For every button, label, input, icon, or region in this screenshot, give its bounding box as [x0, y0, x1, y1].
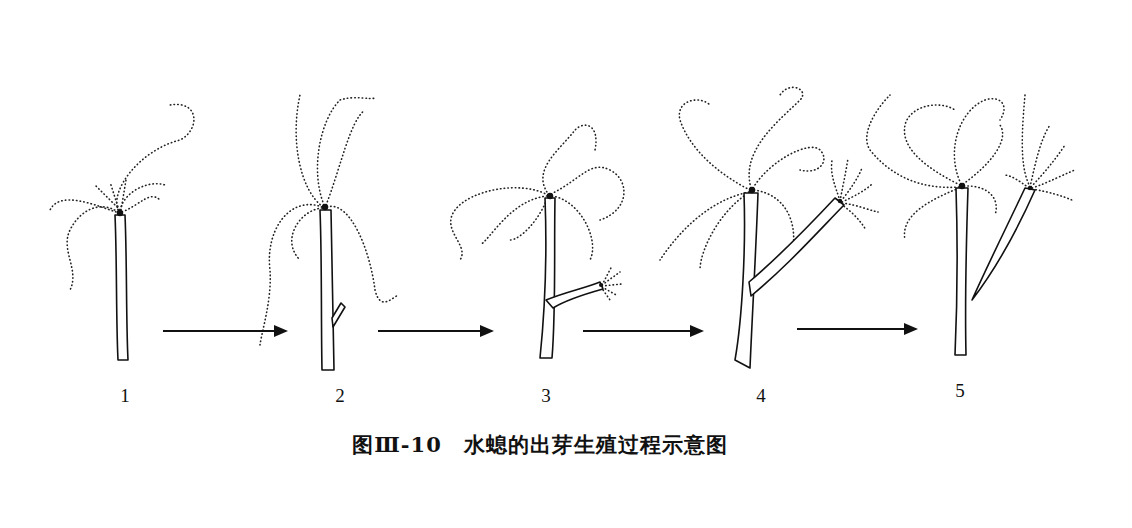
stage-number: 2 [335, 385, 345, 408]
hydra-stage [660, 87, 878, 368]
process-arrow [163, 325, 288, 337]
process-arrow [583, 325, 704, 337]
figure-caption: 图Ⅲ-10 水螅的出芽生殖过程示意图 [352, 432, 728, 457]
stage-number: 4 [756, 385, 766, 408]
stage-number: 5 [955, 380, 965, 403]
hydra-stage [50, 104, 194, 360]
process-arrow [797, 323, 918, 335]
process-arrow [378, 325, 494, 337]
hydra-stage [451, 125, 624, 358]
hydra-stage [867, 95, 1075, 355]
stage-number: 1 [120, 385, 130, 408]
hydra-stage [260, 95, 398, 370]
stage-number: 3 [541, 385, 551, 408]
